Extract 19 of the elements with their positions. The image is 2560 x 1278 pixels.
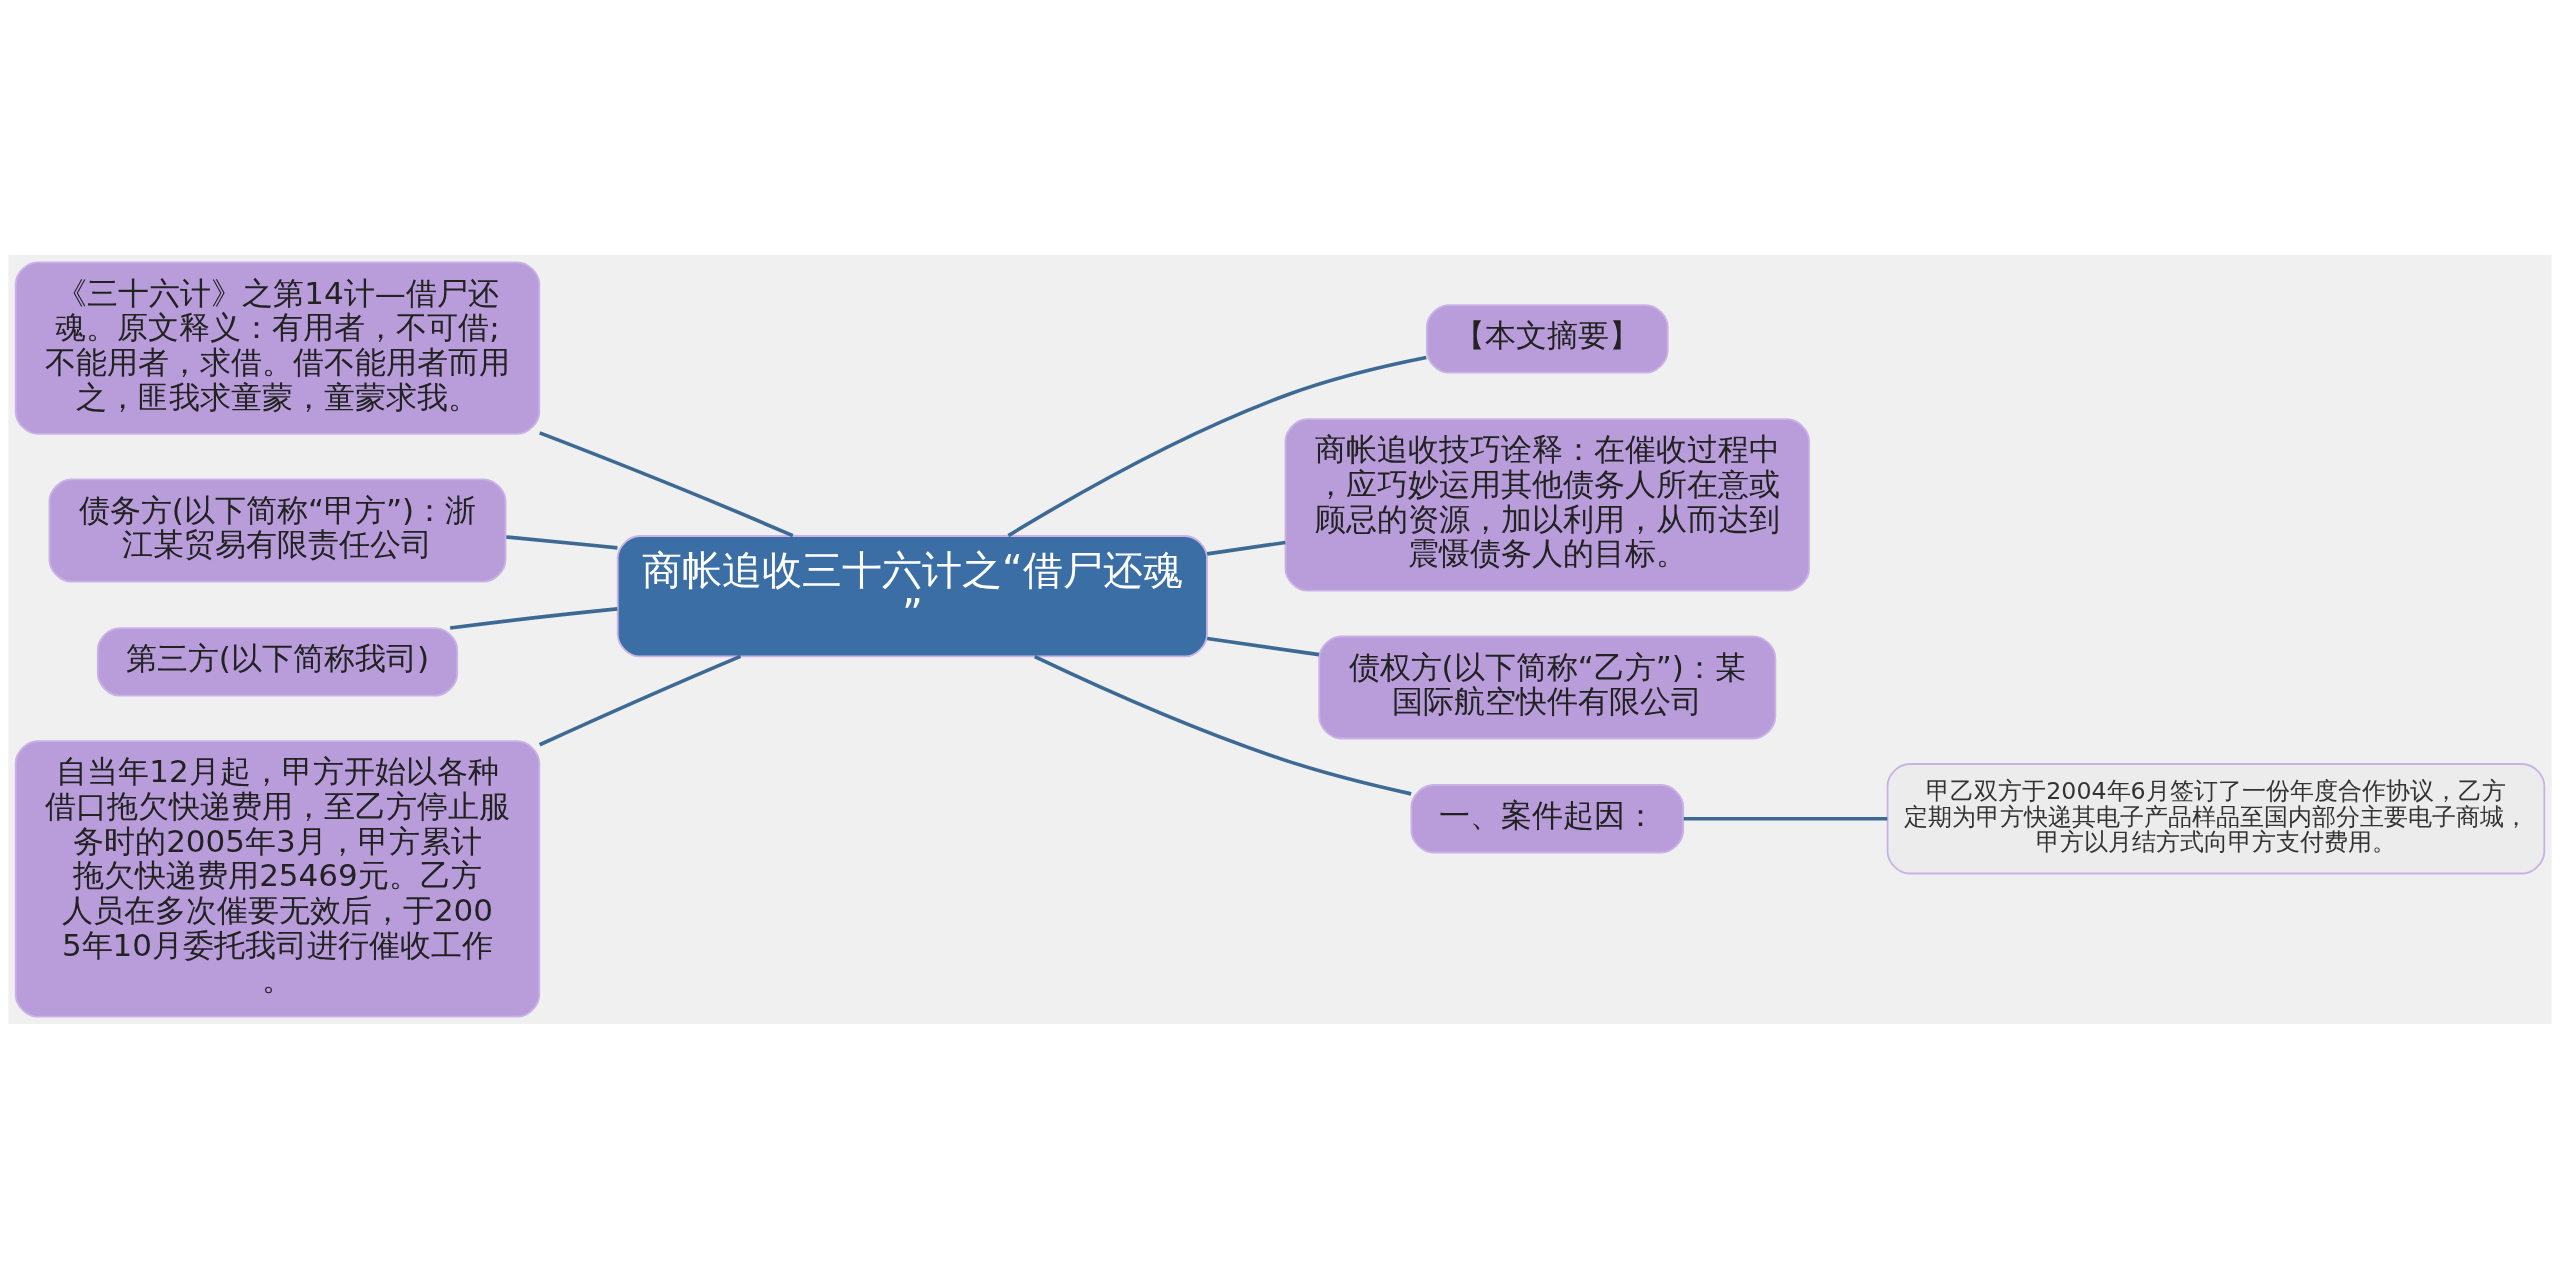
node-box: 甲乙双方于2004年6月签订了一份年度合作协议，乙方定期为甲方快递其电子产品样品至国内部分主要电子商城，甲方以月结方式向甲方支付费用。 bbox=[1886, 762, 2546, 874]
connector bbox=[1007, 355, 1427, 537]
node-box: 一、案件起因： bbox=[1410, 783, 1685, 853]
node-box: 商帐追收三十六计之“借尸还魂” bbox=[616, 534, 1208, 657]
connector bbox=[1206, 636, 1320, 656]
connector bbox=[538, 654, 742, 746]
node-box: 【本文摘要】 bbox=[1425, 303, 1669, 374]
node-box: 债务方(以下简称“甲方”)：浙江某贸易有限责任公司 bbox=[48, 478, 507, 582]
connector bbox=[449, 606, 618, 630]
node-box: 《三十六计》之第14计—借尸还魂。原文释义：有用者，不可借;不能用者，求借。借不能用者而用之，匪我求童蒙，童蒙求我。 bbox=[14, 260, 541, 435]
connector bbox=[506, 534, 618, 550]
node-box: 商帐追收技巧诠释：在催收过程中，应巧妙运用其他债务人所在意或顾忌的资源，加以利用，从而达到震慑债务人的目标。 bbox=[1284, 417, 1810, 592]
node-box: 债权方(以下简称“乙方”)：某国际航空快件有限公司 bbox=[1318, 634, 1777, 739]
connector bbox=[1683, 816, 1888, 821]
node-box: 自当年12月起，甲方开始以各种借口拖欠快递费用，至乙方停止服务时的2005年3月，甲方累计拖欠快递费用25469元。乙方人员在多次催要无效后，于2005年10月委托我司进行催收工作。 bbox=[14, 739, 541, 1018]
connector bbox=[1033, 654, 1412, 796]
connector bbox=[1206, 540, 1286, 556]
connector bbox=[539, 430, 794, 537]
node-box: 第三方(以下简称我司) bbox=[96, 626, 459, 696]
